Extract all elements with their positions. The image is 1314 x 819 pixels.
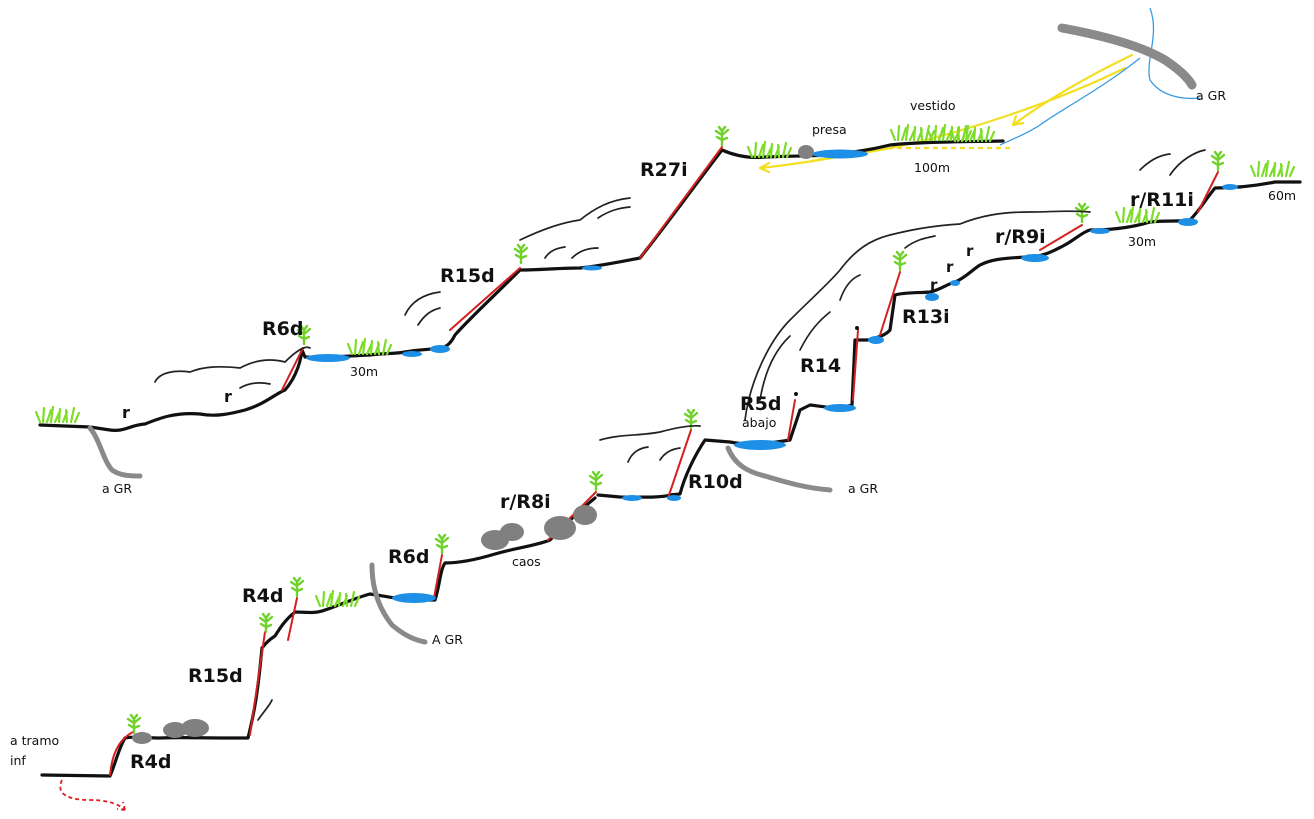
river-line xyxy=(1148,7,1201,100)
label-a-gr-top-right: a GR xyxy=(1196,88,1226,103)
diagram-labels: R6d R15d R27i presa vestido 100m a GR 30… xyxy=(10,88,1296,773)
label-60m: 60m xyxy=(1268,188,1296,203)
label-r9i: r/R9i xyxy=(995,226,1046,248)
label-r6d-top: R6d xyxy=(262,318,303,340)
label-30m-mid: 30m xyxy=(1128,234,1156,249)
upper-canyon-section xyxy=(34,7,1201,479)
lower-canyon-section xyxy=(40,470,604,811)
label-r15d-low: R15d xyxy=(188,665,243,687)
middle-canyon-section xyxy=(596,149,1302,501)
label-a-gr-mid: a GR xyxy=(848,481,878,496)
canyon-wall-sketch xyxy=(154,197,631,389)
approach-path-arrow xyxy=(1011,53,1134,127)
road-gr-top-right xyxy=(1057,23,1197,90)
label-r4d-upper: R4d xyxy=(242,585,283,607)
label-r-mid-3: r xyxy=(930,276,938,294)
label-100m: 100m xyxy=(914,160,950,175)
label-a-tramo: a tramo xyxy=(10,733,59,748)
label-r-top-1: r xyxy=(122,403,130,422)
label-r4d-lower: R4d xyxy=(130,751,171,773)
exit-to-lower-section-arrow xyxy=(59,779,126,811)
label-r-mid-2: r xyxy=(946,258,954,276)
rappel-rope xyxy=(281,347,304,391)
label-presa: presa xyxy=(812,122,847,137)
road-gr-left xyxy=(87,425,143,479)
lower-canyon-profile xyxy=(40,496,597,778)
label-r10d: R10d xyxy=(688,471,743,493)
label-r-top-2: r xyxy=(224,387,232,406)
label-a-gr-low: A GR xyxy=(432,632,463,647)
label-a-gr-top-left: a GR xyxy=(102,481,132,496)
label-r8i: r/R8i xyxy=(500,491,551,513)
label-caos: caos xyxy=(512,554,541,569)
label-inf: inf xyxy=(10,753,26,768)
road-gr-middle xyxy=(725,445,833,493)
label-r-mid-1: r xyxy=(966,242,974,260)
label-r27i: R27i xyxy=(640,159,688,181)
label-r14: R14 xyxy=(800,355,841,377)
label-r11i: r/R11i xyxy=(1130,189,1194,211)
middle-canyon-profile xyxy=(596,180,1302,499)
pool xyxy=(306,354,350,362)
dam-rock xyxy=(798,145,814,159)
label-30m-top: 30m xyxy=(350,364,378,379)
upper-canyon-profile xyxy=(38,139,1005,432)
label-r13i: R13i xyxy=(902,306,950,328)
label-abajo: abajo xyxy=(742,415,776,430)
label-r5d: R5d xyxy=(740,393,781,415)
label-vestido: vestido xyxy=(910,98,956,113)
boulder-chaos xyxy=(132,505,597,744)
label-r15d-top: R15d xyxy=(440,265,495,287)
label-r6d-low: R6d xyxy=(388,546,429,568)
road-gr-lower xyxy=(369,562,428,645)
